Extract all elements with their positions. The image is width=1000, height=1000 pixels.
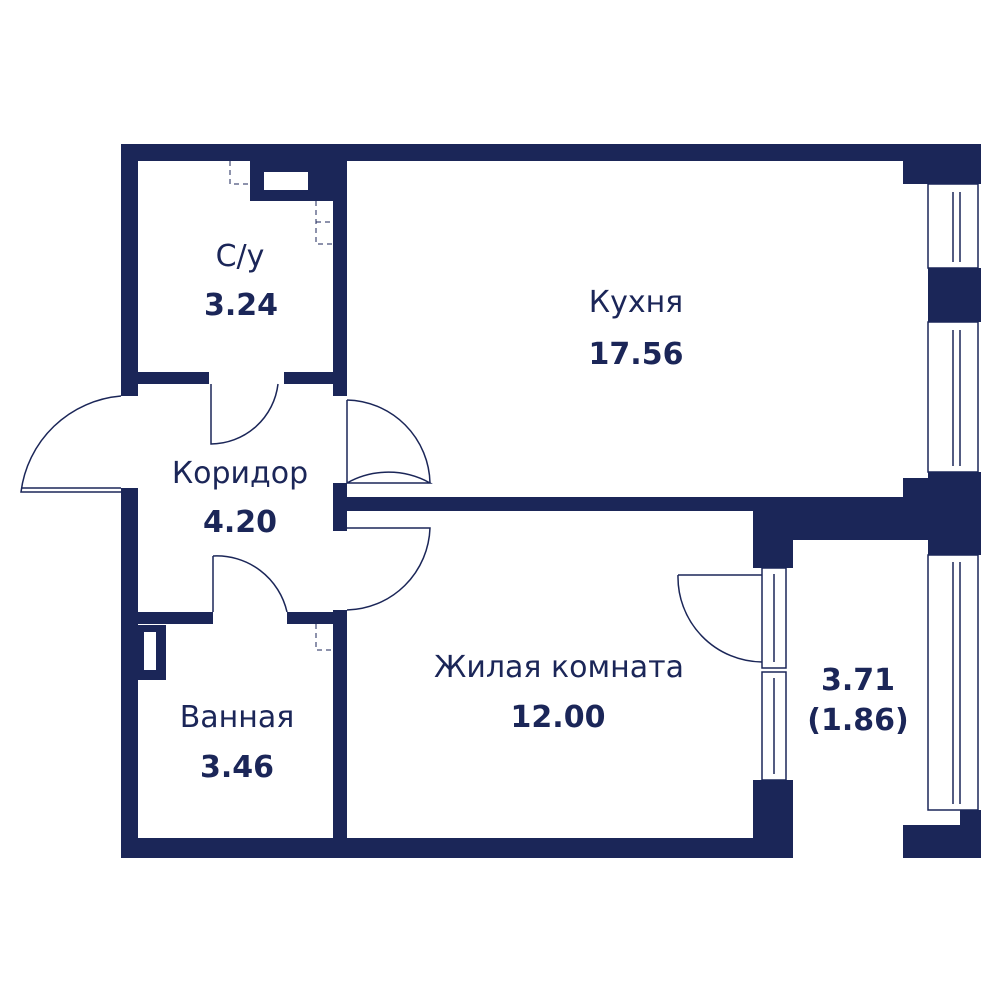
wall-wc-corridor-left [121,372,209,384]
wc-door [210,383,279,445]
kitchen-area: 17.56 [589,337,684,372]
living-area: 12.00 [511,700,606,735]
wall-bath-corridor-left [121,612,213,624]
wall-living-balcony-low [753,780,793,858]
wall-right-top-step [903,161,981,184]
entry-door-upper [20,395,122,493]
doors [20,383,763,663]
wc-vent-hole [264,172,308,190]
wall-kitchen-living-stub [333,483,347,531]
wall-top [121,144,981,161]
wall-left-upper [121,144,138,386]
wall-right-mid [928,268,981,322]
bath-hint [315,624,333,651]
bathroom-area: 3.46 [200,750,274,785]
balcony-area-reduced: (1.86) [807,703,908,738]
wc-hint-1 [229,161,250,185]
wall-bottom [121,838,793,858]
windows [761,183,979,811]
fixture-hints [229,161,333,651]
wc-area: 3.24 [204,288,278,323]
balcony-area: 3.71 [821,663,895,698]
wall-right-bottom-step [903,825,981,858]
room-labels: С/у 3.24 Кухня 17.56 Коридор 4.20 Жилая … [172,239,909,785]
wall-entry-jamb-bottom [121,488,138,500]
wc-hint-2 [315,201,333,245]
bath-door [212,555,288,613]
wall-bath-corridor-right [287,612,347,624]
kitchen-door [346,400,433,485]
wall-bath-living [333,610,347,842]
window-living-1 [761,567,787,669]
window-kitchen-2 [927,321,979,473]
walls [121,144,981,858]
living-door [346,527,431,611]
bathroom-name: Ванная [180,700,295,735]
window-living-2 [761,671,787,781]
wall-wc-corridor-right [284,372,347,384]
wall-left-lower [121,500,138,858]
window-kitchen-1 [927,183,979,269]
corridor-name: Коридор [172,456,308,491]
balcony-door [677,574,763,663]
vent-shafts [144,172,308,670]
wc-name: С/у [216,239,265,274]
corridor-area: 4.20 [203,505,277,540]
wall-wc-kitchen [333,144,347,396]
wall-balcony-top [753,505,928,540]
living-name: Жилая комната [434,650,684,685]
kitchen-door-arc [346,399,431,484]
wall-entry-jamb-top [121,384,138,396]
kitchen-name: Кухня [589,285,683,320]
window-balcony [927,554,979,811]
bath-vent-hole [144,632,156,670]
